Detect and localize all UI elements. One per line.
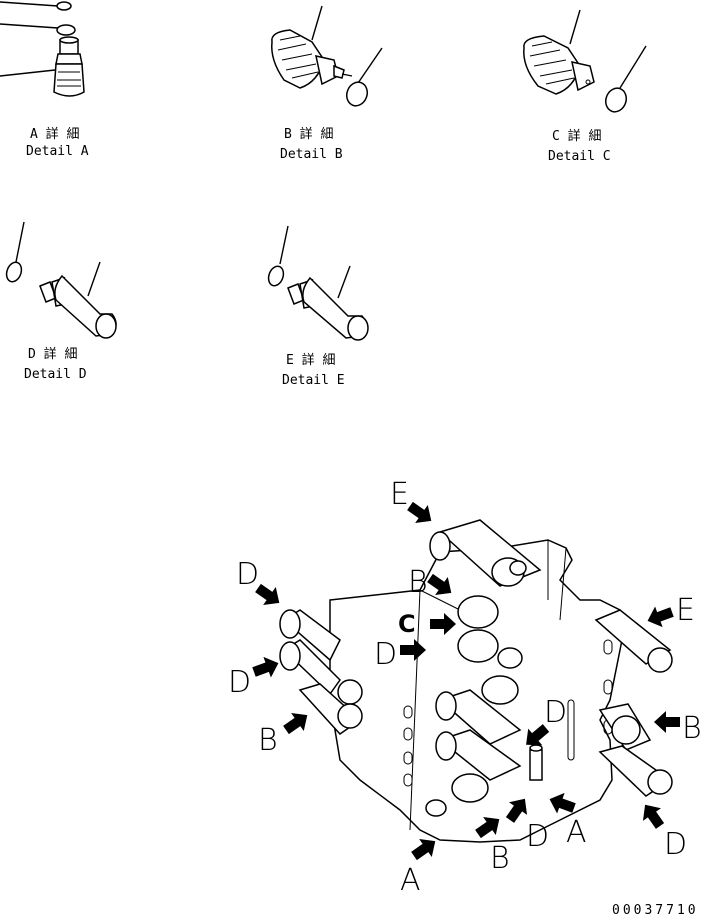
callout-d-right: D: [664, 827, 687, 862]
callout-e-top: E: [390, 477, 409, 512]
detail-a-jp: A 詳 細: [30, 126, 79, 142]
callout-b-left2: B: [258, 723, 278, 758]
detail-c-jp: C 詳 細: [552, 128, 601, 144]
callout-a-bottom: A: [400, 863, 421, 898]
detail-e-part: [267, 225, 369, 341]
callout-a-bottom2: A: [566, 815, 587, 850]
detail-c-en: Detail C: [548, 149, 611, 164]
callout-b-left1: B: [408, 565, 428, 600]
detail-d-en: Detail D: [24, 367, 87, 382]
detail-d-part: [5, 221, 117, 339]
callout-e-right: E: [676, 593, 695, 628]
callout-b-right: B: [682, 711, 701, 746]
callout-d-left2: D: [228, 665, 251, 700]
detail-a-en: Detail A: [26, 144, 89, 159]
callout-d-mid: D: [374, 637, 397, 672]
callout-d-bottom: D: [526, 819, 549, 854]
detail-d-jp: D 詳 細: [28, 346, 77, 362]
callout-c-mid: C: [398, 610, 416, 638]
callout-b-bottom: B: [490, 841, 510, 876]
detail-c-part: [523, 9, 647, 113]
callout-d-left1: D: [236, 557, 259, 592]
detail-b-en: Detail B: [280, 147, 343, 162]
detail-e-jp: E 詳 細: [286, 352, 335, 368]
detail-b-jp: B 詳 細: [284, 126, 333, 142]
detail-b-part: [271, 5, 383, 107]
detail-a-part: [0, 1, 85, 97]
drawing-number: 00037710: [612, 903, 699, 918]
callout-d-center: D: [544, 695, 567, 730]
control-valve-block: [279, 519, 673, 843]
detail-e-en: Detail E: [282, 373, 345, 388]
